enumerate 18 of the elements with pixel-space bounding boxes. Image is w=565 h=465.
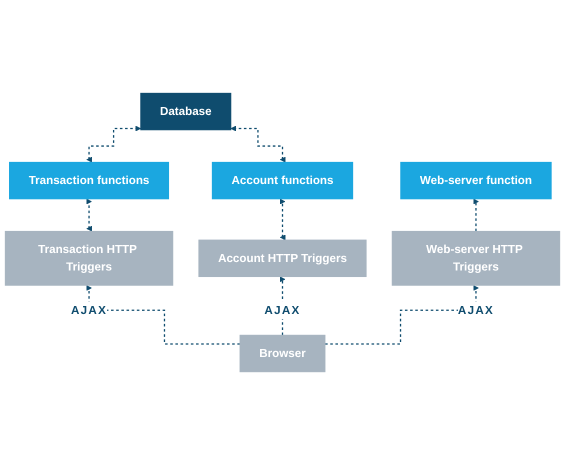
node-box: Database bbox=[140, 92, 232, 130]
node-box: Transaction HTTP Triggers bbox=[4, 230, 174, 286]
arrow bbox=[86, 285, 240, 345]
node-box: Web-server HTTP Triggers bbox=[392, 230, 560, 286]
arrow bbox=[473, 198, 479, 232]
arrow bbox=[86, 198, 92, 232]
node-box: Account functions bbox=[212, 162, 354, 200]
arrow bbox=[325, 285, 479, 345]
arrow bbox=[230, 126, 286, 162]
node-box: Account HTTP Triggers bbox=[198, 240, 367, 278]
node-box: Browser bbox=[240, 334, 326, 372]
edge-label: AJAX bbox=[70, 303, 108, 316]
node-box: Transaction functions bbox=[9, 162, 170, 200]
node-box: Web-server function bbox=[400, 162, 552, 200]
edge-label: AJAX bbox=[458, 303, 494, 316]
edge-label: AJAX bbox=[264, 303, 301, 316]
arrow bbox=[86, 126, 141, 162]
arrow bbox=[280, 198, 286, 240]
